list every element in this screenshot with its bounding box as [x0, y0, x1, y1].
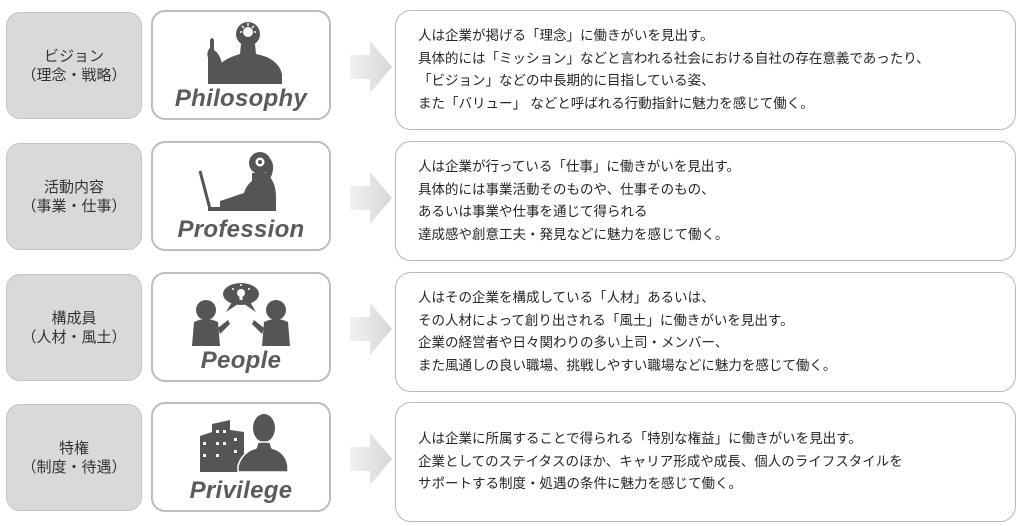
arrow-right-icon [350, 172, 392, 224]
description-line: サポートする制度・処遇の条件に魅力を感じて働く。 [418, 476, 742, 493]
row-people: 構成員 （人材・風土） People [0, 268, 1024, 392]
description-box: 人はその企業を構成している「人材」あるいは、 その人材によって創り出される「風土… [395, 272, 1016, 392]
description-line: あるいは事業や仕事を通じて得られる [418, 204, 648, 220]
description-line: 人はその企業を構成している「人材」あるいは、 [418, 290, 715, 306]
description-line: 企業としてのステイタスのほか、キャリア形成や成長、個人のライフスタイルを [418, 453, 903, 470]
label-main: 構成員 [51, 308, 97, 327]
thinker-idea-icon [207, 22, 282, 84]
description-box: 人は企業に所属することで得られる「特別な権益」に働きがいを見出す。 企業としての… [395, 402, 1016, 522]
label-sub: （理念・戦略） [21, 65, 127, 84]
description-line: 企業の経営者や日々関わりの多い上司・メンバー、 [418, 335, 729, 351]
description-line: 「ビジョン」などの中長期的に目指している姿、 [418, 73, 715, 89]
description-line: 人は企業が掲げる「理念」に働きがいを見出す。 [418, 28, 714, 44]
description-box: 人は企業が掲げる「理念」に働きがいを見出す。 具体的には「ミッション」などと言わ… [395, 10, 1016, 130]
icon-card-profession: Profession [151, 141, 331, 251]
icon-caption: Profession [177, 216, 305, 243]
description-line: その人材によって創り出される「風土」に働きがいを見出す。 [418, 312, 794, 329]
arrow-right-icon [350, 303, 392, 355]
description-line: 人は企業が行っている「仕事」に働きがいを見出す。 [418, 159, 740, 175]
description-box: 人は企業が行っている「仕事」に働きがいを見出す。 具体的には事業活動そのものや、… [395, 141, 1016, 261]
arrow-right-icon [350, 41, 392, 93]
description-line: また「バリュー」 などと呼ばれる行動指針に魅力を感じて働く。 [418, 95, 814, 112]
label-sub: （人材・風土） [21, 327, 127, 346]
buildings-person-icon [200, 414, 289, 473]
row-profession: 活動内容 （事業・仕事） Profession [0, 137, 1024, 261]
description-line: また風通しの良い職場、挑戦しやすい職場などに魅力を感じて働く。 [418, 357, 837, 374]
label-box-activity: 活動内容 （事業・仕事） [6, 143, 142, 250]
label-box-vision: ビジョン （理念・戦略） [6, 12, 142, 119]
icon-card-privilege: Privilege [151, 402, 331, 512]
label-sub: （事業・仕事） [21, 196, 127, 215]
icon-caption: Philosophy [174, 85, 308, 112]
label-main: 活動内容 [43, 177, 104, 196]
label-box-privilege: 特権 （制度・待遇） [6, 404, 142, 511]
label-main: ビジョン [43, 46, 104, 65]
description-line: 具体的には事業活動そのものや、仕事そのもの、 [418, 181, 715, 198]
icon-card-philosophy: Philosophy [151, 10, 331, 120]
description-line: 人は企業に所属することで得られる「特別な権益」に働きがいを見出す。 [418, 431, 862, 448]
people-conversation-icon [192, 283, 290, 346]
icon-caption: People [200, 347, 282, 374]
icon-caption: Privilege [189, 477, 293, 504]
worker-laptop-icon [198, 152, 276, 211]
row-philosophy: ビジョン （理念・戦略） Philosophy [0, 6, 1024, 130]
description-line: 達成感や創意工夫・発見などに魅力を感じて働く。 [418, 226, 729, 243]
arrow-right-icon [350, 433, 392, 485]
label-main: 特権 [58, 438, 89, 457]
label-sub: （制度・待遇） [21, 457, 127, 476]
label-box-members: 構成員 （人材・風土） [6, 274, 142, 381]
icon-card-people: People [151, 272, 331, 382]
row-privilege: 特権 （制度・待遇） Privilege [0, 398, 1024, 522]
description-line: 具体的には「ミッション」などと言われる社会における自社の存在意義であったり、 [418, 50, 930, 67]
